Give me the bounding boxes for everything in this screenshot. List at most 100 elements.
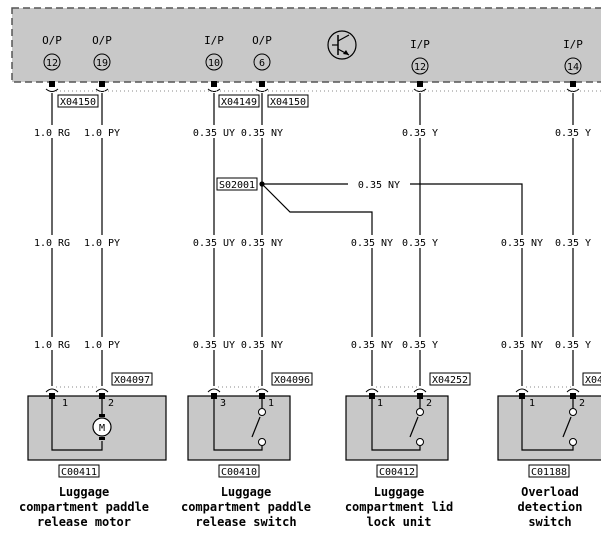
component-title-line: detection (517, 500, 583, 514)
component-title-1: Luggage compartment paddle release motor (4, 485, 164, 530)
component-pin: 2 (426, 398, 432, 409)
switch-lever-icon (251, 416, 261, 438)
ecu-pin-circle-3 (205, 53, 223, 71)
component-c00411: M 1 2 (27, 393, 167, 461)
component-connector-tag-3: X04252 (432, 375, 468, 386)
component-title-line: compartment paddle (180, 500, 312, 514)
ecu-pin-dir-5: I/P (410, 38, 430, 51)
ecu-connector-tag-3: X04150 (270, 97, 306, 108)
ecu-connector-tag-1-box (57, 94, 99, 108)
wire-label: 1.0 RG (34, 238, 70, 249)
component-title-3: Luggage compartment lid lock unit (335, 485, 463, 530)
ecu-pin-circle-5 (411, 57, 429, 75)
wire-label: 0.35 NY (351, 340, 393, 351)
switch-contact-icon (569, 408, 577, 416)
switch-contact-icon (258, 408, 266, 416)
wire-label: 0.35 Y (402, 340, 438, 351)
component-pin: 3 (220, 398, 226, 409)
component-title-4: Overload detection switch (505, 485, 595, 530)
component-code-3-box (376, 464, 418, 478)
wire-labels-row-3: 1.0 RG 1.0 PY 0.35 UY 0.35 NY 0.35 NY 0.… (34, 337, 591, 351)
ecu-pin-circle-1 (43, 53, 61, 71)
ecu-terminals (49, 81, 576, 87)
ecu-pin-dir-1: O/P (42, 34, 62, 47)
wire-label: 1.0 RG (34, 340, 70, 351)
wire-label: 0.35 Y (402, 238, 438, 249)
component-title-line: Luggage (58, 485, 110, 499)
component-code-2-box (218, 464, 260, 478)
wire-label: 0.35 UY (193, 340, 235, 351)
component-title-line: compartment lid (344, 500, 454, 514)
component-pin: 1 (62, 398, 68, 409)
wire-label: 0.35 Y (555, 238, 591, 249)
component-pin: 2 (579, 398, 585, 409)
wire-label: 0.35 NY (241, 238, 283, 249)
ecu-pin-num-6: 14 (567, 62, 579, 73)
ecu-pin-circle-4 (253, 53, 271, 71)
ecu-pin-num-1: 12 (46, 58, 58, 69)
component-pin: 2 (108, 398, 114, 409)
wire-label: 0.35 NY (501, 340, 543, 351)
ecu-pin-circle-2 (93, 53, 111, 71)
ecu-connector-tag-1: X04150 (60, 97, 96, 108)
component-connector-tag-2: X04096 (274, 375, 310, 386)
wire-labels-row-2: 1.0 RG 1.0 PY 0.35 UY 0.35 NY 0.35 NY 0.… (34, 235, 591, 249)
component-title-line: release motor (37, 515, 131, 529)
component-code-1-box (58, 464, 100, 478)
ecu-pin-dir-4: O/P (252, 34, 272, 47)
ecu-connector-tag-2: X04149 (221, 97, 257, 108)
wire-labels-row-1: 1.0 RG 1.0 PY 0.35 UY 0.35 NY 0.35 Y 0.3… (34, 125, 591, 139)
motor-icon (92, 417, 112, 437)
splice-node (259, 181, 265, 187)
component-code-1: C00411 (61, 467, 97, 478)
wire-label: 0.35 NY (241, 340, 283, 351)
component-c00412: 1 2 (345, 393, 449, 461)
ecu-pin-dir-3: I/P (204, 34, 224, 47)
wire-label: 1.0 PY (84, 238, 120, 249)
component-code-3: C00412 (379, 467, 415, 478)
component-connector-tag-4: X04 (585, 375, 601, 386)
component-c01188: 1 2 (497, 393, 601, 461)
component-code-4: C01188 (531, 467, 567, 478)
transistor-symbol-icon (327, 30, 357, 60)
switch-contact-icon (569, 438, 577, 446)
wire-label: 0.35 Y (402, 128, 438, 139)
switch-contact-icon (258, 438, 266, 446)
wire-label: 0.35 NY (501, 238, 543, 249)
component-connector-tag-2-box (271, 372, 313, 386)
ecu-pin-num-3: 10 (208, 58, 220, 69)
component-connector-tag-3-box (429, 372, 471, 386)
wire-label: 0.35 Y (555, 128, 591, 139)
component-code-4-box (528, 464, 570, 478)
splice-wire-label-bg (349, 176, 409, 190)
component-title-line: release switch (195, 515, 297, 529)
component-pin: 1 (268, 398, 274, 409)
wire-label: 1.0 PY (84, 128, 120, 139)
wire-label: 0.35 NY (351, 238, 393, 249)
wire-label: 0.35 UY (193, 238, 235, 249)
switch-lever-icon (562, 416, 572, 438)
switch-lever-icon (409, 416, 419, 438)
component-title-line: lock unit (366, 515, 432, 529)
splice-wire-label: 0.35 NY (358, 180, 400, 191)
component-title-2: Luggage compartment paddle release switc… (166, 485, 326, 530)
ecu-connector-tag-2-box (218, 94, 260, 108)
splice-tag: S02001 (219, 180, 255, 191)
ecu-pin-dir-2: O/P (92, 34, 112, 47)
motor-symbol: M (99, 423, 105, 434)
ecu-connector-tag-3-box (267, 94, 309, 108)
component-title-line: Overload (521, 485, 579, 499)
component-connector-tag-4-box (582, 372, 601, 386)
component-title-line: compartment paddle (18, 500, 150, 514)
component-title-line: Luggage (373, 485, 425, 499)
wire-label: 0.35 UY (193, 128, 235, 139)
component-terminal-caps (45, 388, 580, 393)
wire-label: 0.35 Y (555, 340, 591, 351)
component-connector-tag-1: X04097 (114, 375, 150, 386)
wire-label: 1.0 PY (84, 340, 120, 351)
ecu-module-box (11, 7, 601, 83)
component-title-line: Luggage (220, 485, 272, 499)
component-title-line: switch (528, 515, 572, 529)
ecu-pin-num-5: 12 (414, 62, 426, 73)
